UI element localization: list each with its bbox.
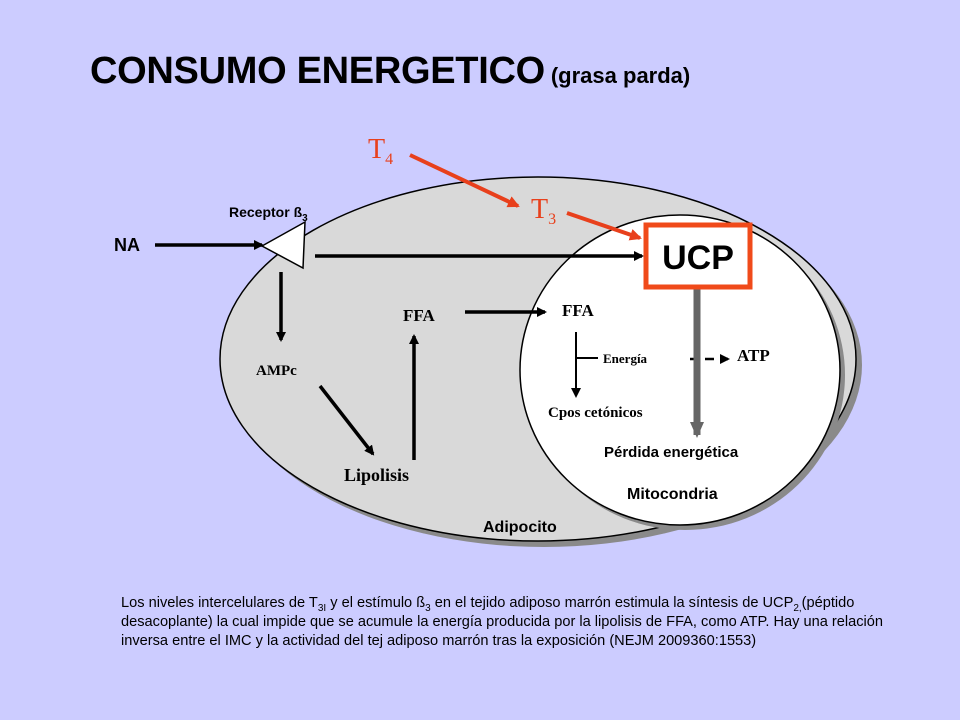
title-sub: (grasa parda) bbox=[550, 63, 691, 88]
receptor-label: Receptor ß3 bbox=[229, 204, 308, 224]
ffa-cell-label: FFA bbox=[403, 306, 436, 325]
ampc-label: AMPc bbox=[256, 363, 297, 379]
t3-to-ucp-arrow bbox=[566, 211, 642, 241]
adipocito-label: Adipocito bbox=[483, 519, 557, 536]
t4-to-t3-arrow bbox=[409, 153, 520, 208]
explanatory-note: Los niveles intercelulares de T3I y el e… bbox=[121, 595, 884, 649]
atp-label: ATP bbox=[737, 346, 770, 365]
beta3-receptor-shape bbox=[260, 220, 306, 270]
title-main: CONSUMO ENERGETICO bbox=[90, 50, 545, 92]
energia-label: Energía bbox=[603, 351, 648, 366]
ucp-label: UCP bbox=[662, 239, 734, 277]
t4-label: T4 bbox=[368, 134, 393, 168]
ffa-mito-label: FFA bbox=[562, 301, 595, 320]
ampc-to-lipolisis-arrow bbox=[318, 384, 375, 456]
perdida-label: Pérdida energética bbox=[604, 444, 739, 461]
mitochondrion bbox=[519, 214, 841, 526]
na-label: NA bbox=[114, 235, 140, 255]
cpos-label: Cpos cetónicos bbox=[548, 405, 643, 421]
t3-label: T3 bbox=[531, 194, 556, 228]
mitocondria-label: Mitocondria bbox=[627, 486, 718, 503]
page-title: CONSUMO ENERGETICO(grasa parda) bbox=[90, 50, 690, 93]
ucp-box bbox=[643, 222, 753, 290]
lipolisis-label: Lipolisis bbox=[344, 465, 409, 485]
